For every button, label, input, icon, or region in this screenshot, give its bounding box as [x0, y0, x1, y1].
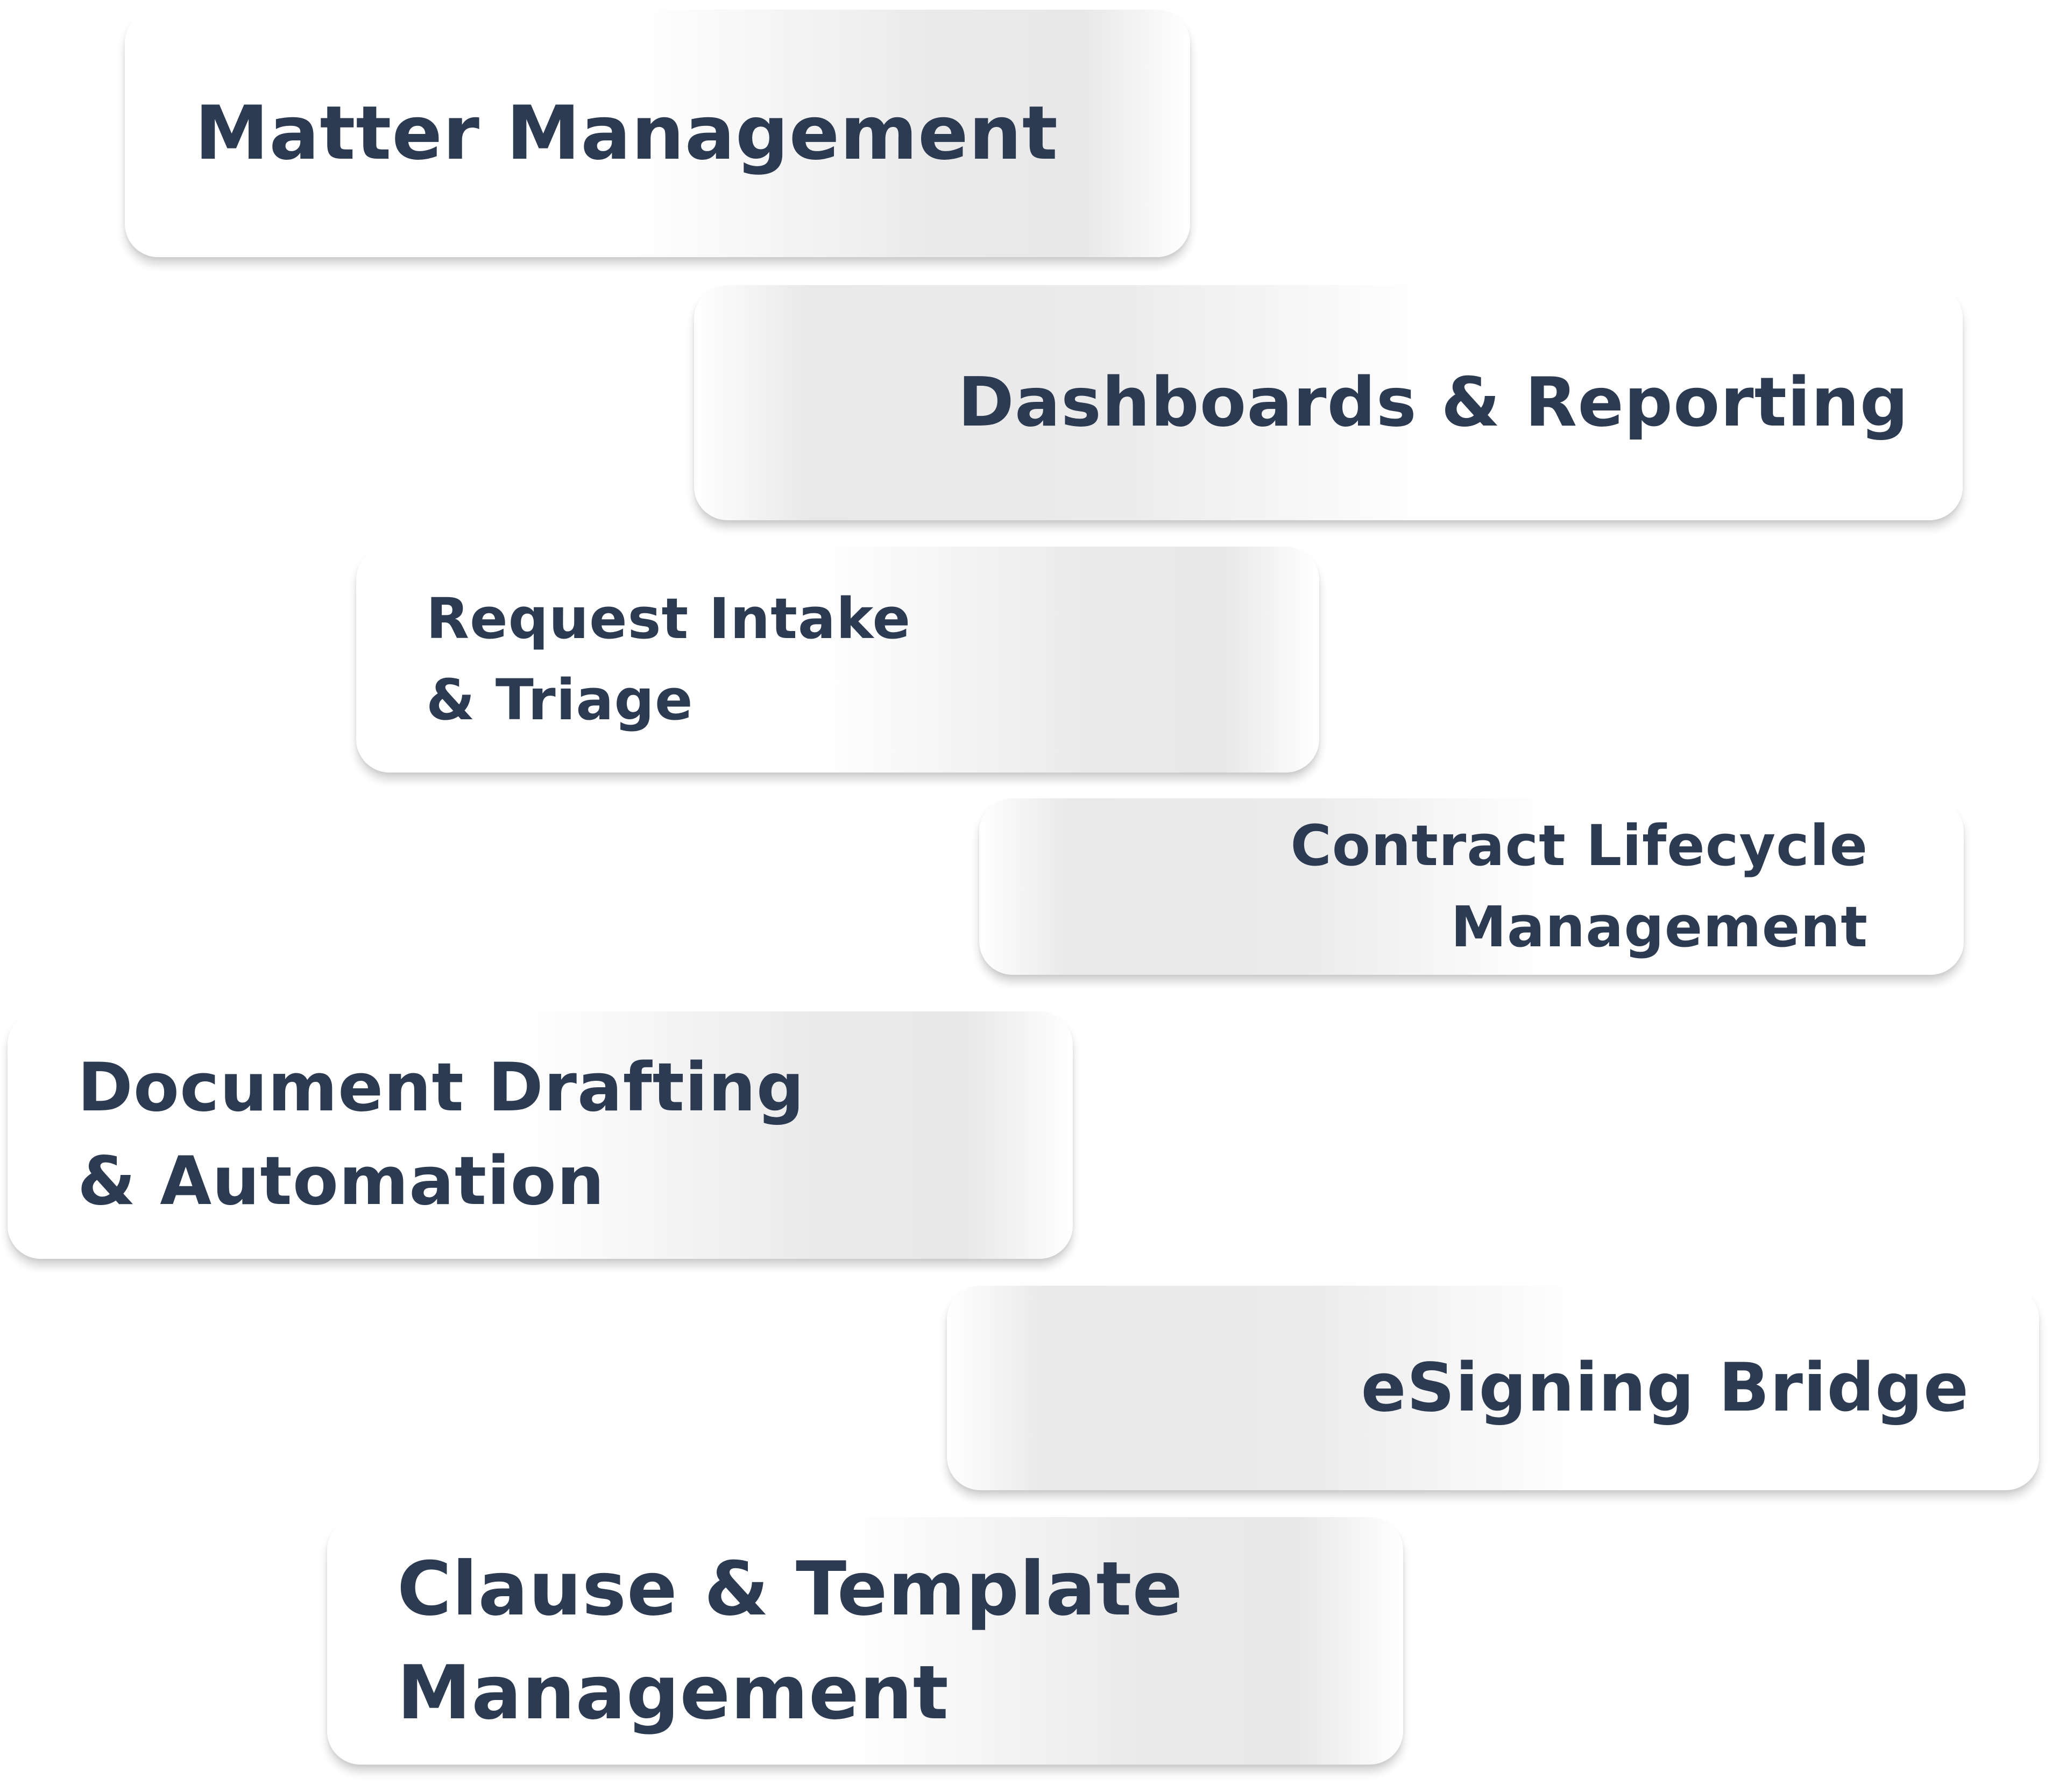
card-label-line-1: Request Intake: [426, 586, 911, 652]
card-label: Dashboards & Reporting: [958, 365, 1909, 440]
card-label: Clause & Template Management: [397, 1537, 1183, 1745]
card-esigning-bridge: eSigning Bridge: [947, 1286, 2039, 1490]
card-label-line-2: Management: [397, 1649, 949, 1736]
card-label-line-1: eSigning Bridge: [1361, 1349, 1969, 1427]
card-label-line-1: Contract Lifecycle: [1290, 813, 1868, 879]
card-label: Request Intake & Triage: [426, 578, 911, 741]
card-label: Document Drafting & Automation: [77, 1042, 804, 1228]
card-document-drafting-automation: Document Drafting & Automation: [8, 1011, 1073, 1259]
card-matter-management: Matter Management: [125, 10, 1190, 257]
card-label-line-2: & Triage: [426, 667, 694, 733]
card-dashboards-reporting: Dashboards & Reporting: [694, 285, 1963, 520]
card-label: eSigning Bridge: [1361, 1351, 1969, 1425]
card-label-line-1: Dashboards & Reporting: [958, 363, 1909, 442]
card-clause-template-management: Clause & Template Management: [327, 1517, 1403, 1765]
card-label-line-1: Matter Management: [195, 90, 1058, 177]
card-request-intake-triage: Request Intake & Triage: [356, 547, 1319, 773]
card-contract-lifecycle-management: Contract Lifecycle Management: [979, 798, 1964, 975]
card-label: Matter Management: [195, 93, 1058, 174]
card-label-line-1: Document Drafting: [77, 1049, 805, 1127]
card-label-line-2: Management: [1451, 894, 1868, 960]
card-label-line-1: Clause & Template: [397, 1545, 1184, 1632]
card-label: Contract Lifecycle Management: [1290, 805, 1868, 968]
card-label-line-2: & Automation: [77, 1143, 605, 1220]
